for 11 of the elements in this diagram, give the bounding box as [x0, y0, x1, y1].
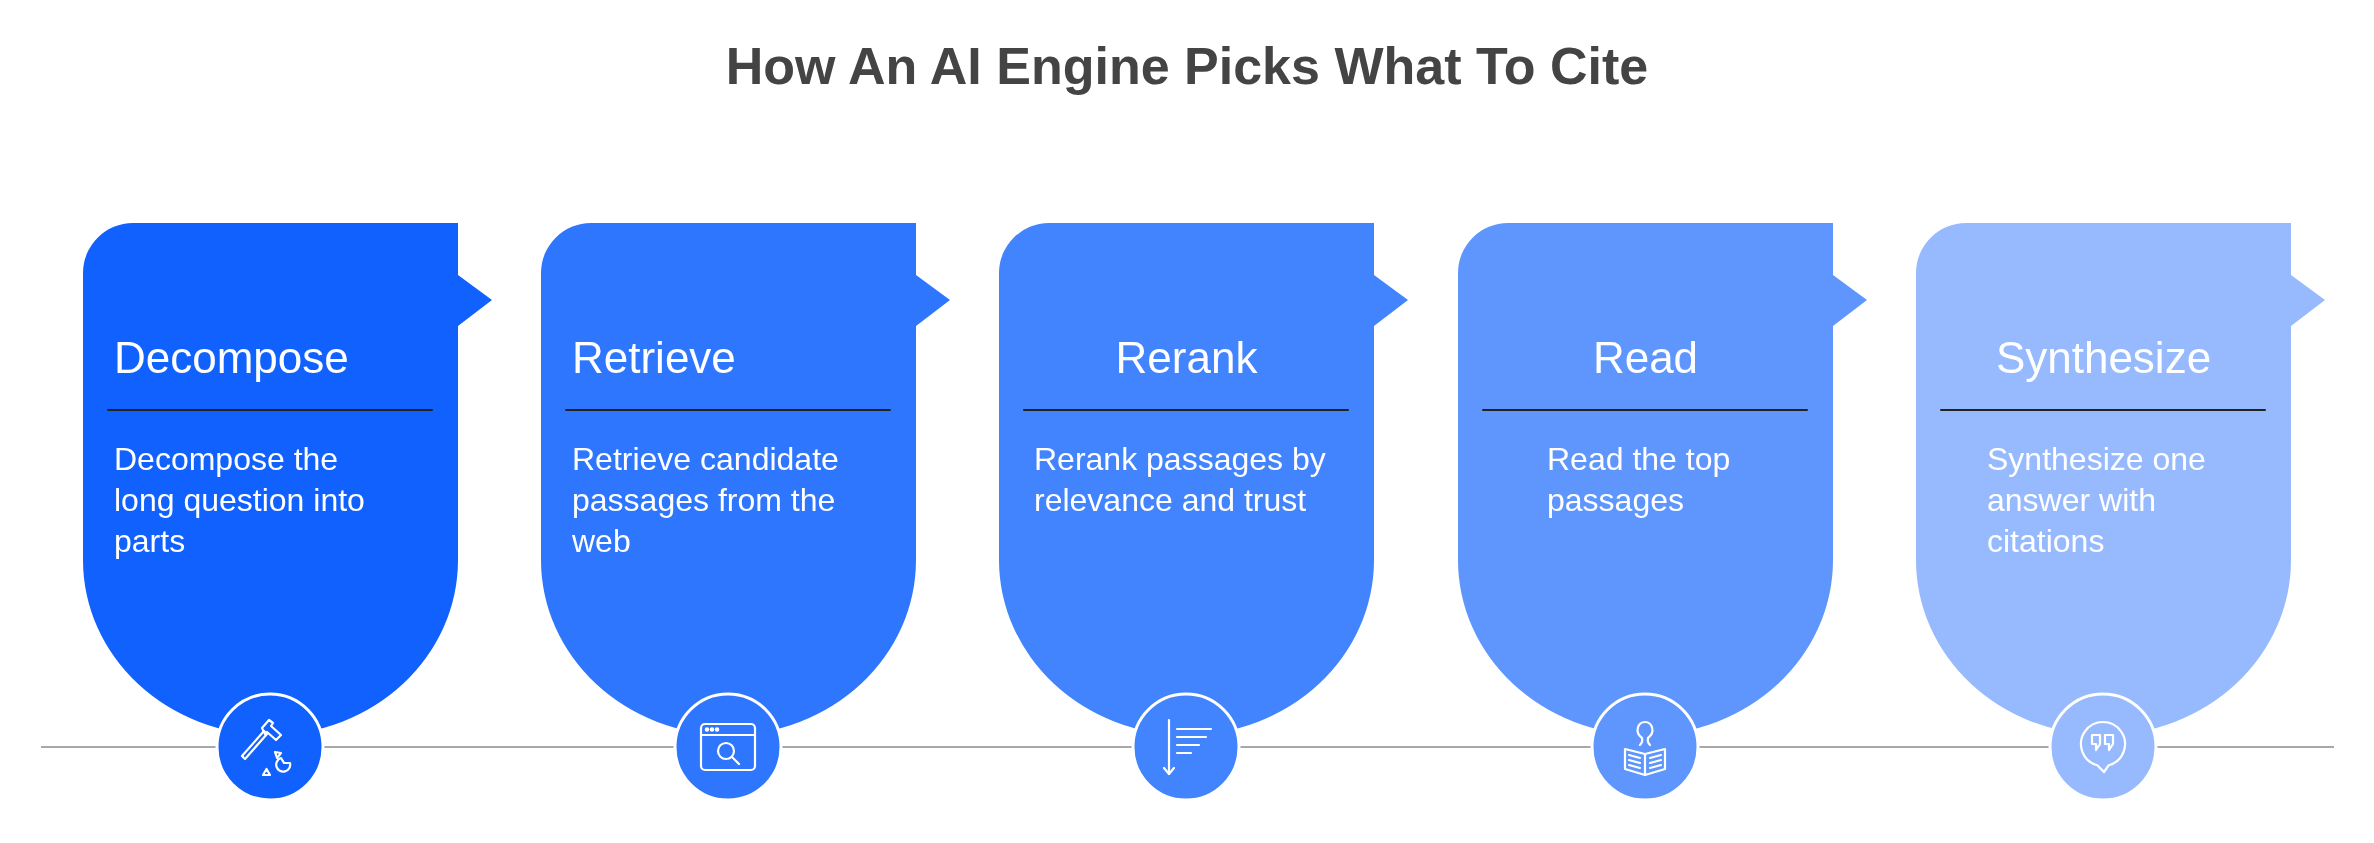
step-title: Retrieve — [572, 332, 736, 384]
step-description: Decompose the long question into parts — [114, 440, 366, 561]
step-description: Read the top passages — [1547, 440, 1732, 520]
step-title: Decompose — [114, 332, 349, 384]
step-title: Rerank — [1115, 332, 1258, 384]
step-description: Rerank passages by relevance and trust — [1034, 440, 1327, 520]
step-description: Retrieve candidate passages from the web — [572, 440, 840, 561]
step-title: Read — [1592, 332, 1699, 384]
step-title: Synthesize — [1995, 332, 2212, 384]
diagram-title: How An AI Engine Picks What To Cite — [725, 36, 1649, 97]
step-description: Synthesize one answer with citations — [1987, 440, 2207, 561]
